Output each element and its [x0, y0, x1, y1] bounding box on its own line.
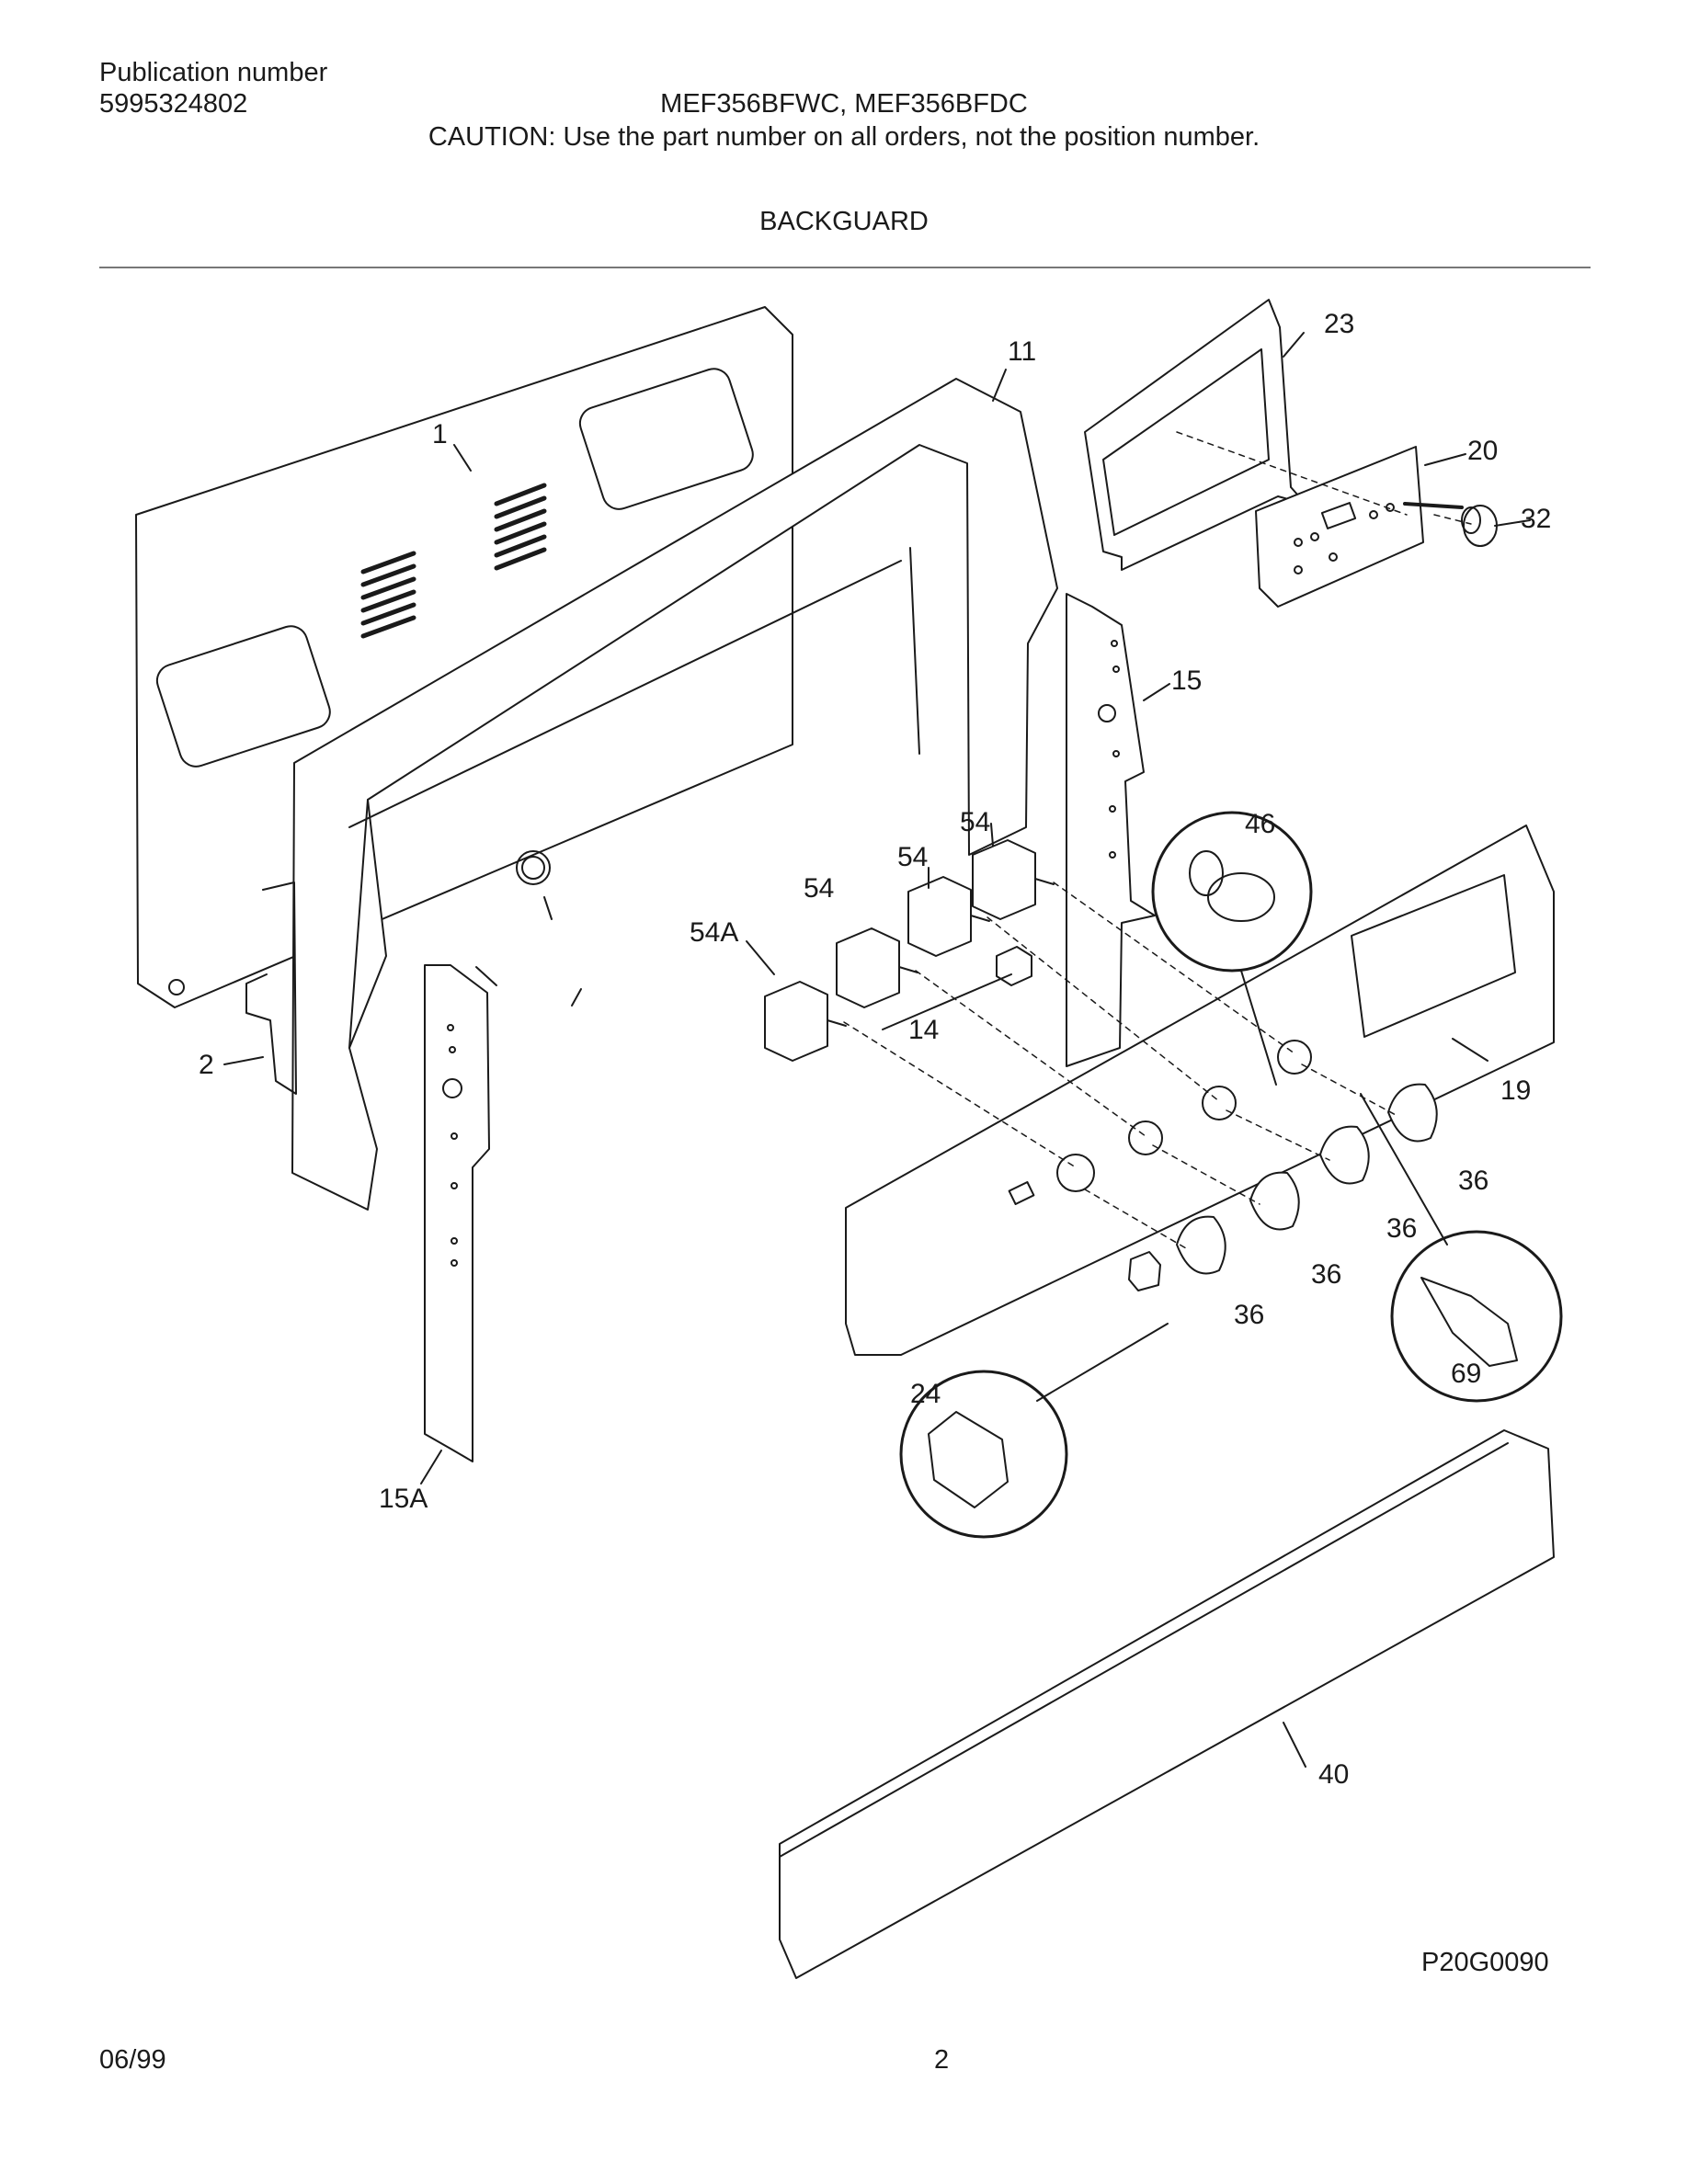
publication-label: Publication number	[99, 58, 328, 87]
callout-24: 24	[910, 1379, 941, 1409]
header-divider	[99, 267, 1591, 268]
section-title: BACKGUARD	[759, 207, 929, 236]
callout-36-c: 36	[1311, 1259, 1341, 1290]
callout-54-b: 54	[897, 842, 928, 872]
callout-54-a: 54	[804, 873, 834, 904]
callout-40: 40	[1318, 1759, 1349, 1790]
part-control-knobs	[1176, 1083, 1438, 1275]
part-rear-panel	[135, 306, 793, 1008]
footer-date: 06/99	[99, 2045, 166, 2075]
part-clock-knob	[1461, 505, 1498, 547]
callout-23: 23	[1324, 309, 1354, 339]
callout-54-c: 54	[960, 807, 990, 837]
part-screw-detail	[1360, 1093, 1563, 1403]
callout-69: 69	[1451, 1359, 1481, 1389]
assembly-hidden-lines	[843, 431, 1472, 1249]
callout-46: 46	[1245, 809, 1275, 839]
callout-15A: 15A	[379, 1484, 428, 1514]
part-switch-detail	[899, 1251, 1169, 1539]
caution-note: CAUTION: Use the part number on all orde…	[428, 122, 1260, 152]
callout-11: 11	[1008, 336, 1036, 367]
page-number: 2	[934, 2045, 950, 2075]
part-left-trim	[424, 964, 490, 1462]
callout-54A: 54A	[690, 917, 738, 948]
model-numbers: MEF356BFWC, MEF356BFDC	[660, 89, 1028, 119]
callout-leaders	[223, 332, 1531, 1768]
part-backguard-frame	[291, 378, 1058, 1211]
part-side-bracket	[245, 882, 297, 1095]
callout-2: 2	[199, 1050, 214, 1080]
part-push-button-detail	[1151, 811, 1313, 1086]
part-right-trim	[1066, 593, 1156, 1067]
part-indicator-light	[996, 946, 1032, 986]
drawing-id: P20G0090	[1421, 1948, 1549, 1977]
part-clock-control	[1255, 446, 1464, 608]
part-infinite-switches	[764, 839, 1055, 1062]
callout-36-a: 36	[1458, 1166, 1488, 1196]
callout-15: 15	[1171, 665, 1202, 696]
callout-20: 20	[1467, 436, 1498, 466]
callout-14: 14	[908, 1015, 939, 1045]
part-front-trim	[779, 1429, 1555, 1979]
callout-19: 19	[1500, 1075, 1531, 1106]
publication-number: 5995324802	[99, 89, 248, 119]
part-control-panel	[845, 825, 1555, 1356]
callout-1: 1	[432, 419, 448, 449]
callout-36-d: 36	[1234, 1300, 1264, 1330]
callout-36-b: 36	[1386, 1213, 1417, 1244]
callout-32: 32	[1521, 504, 1551, 534]
